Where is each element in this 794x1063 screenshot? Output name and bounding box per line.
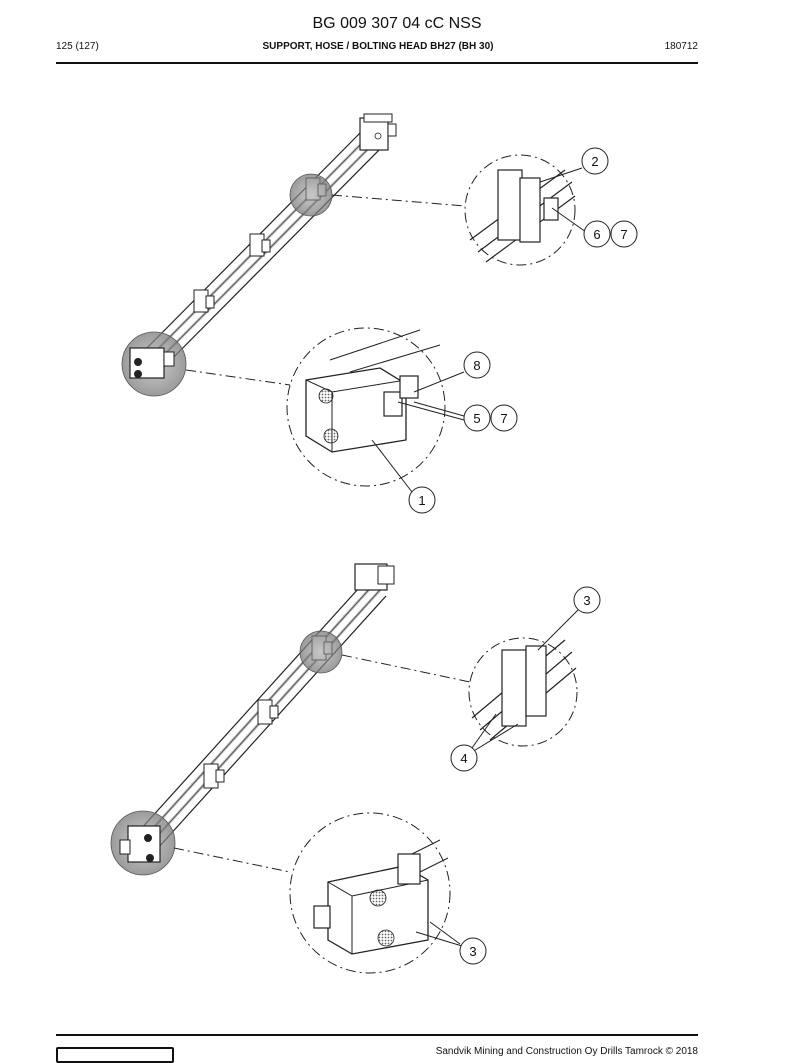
svg-text:3: 3 <box>469 944 476 959</box>
section-title: SUPPORT, HOSE / BOLTING HEAD BH27 (BH 30… <box>262 41 494 52</box>
detail-leader-lines-1 <box>185 194 466 386</box>
sandvik-logo <box>56 1047 174 1063</box>
page-number: 125 (127) <box>56 41 99 52</box>
svg-text:7: 7 <box>620 227 627 242</box>
callout-3-upper: 3 <box>573 586 601 614</box>
detail-view-end-block-1 <box>286 327 446 487</box>
header-divider <box>56 62 698 64</box>
svg-text:8: 8 <box>473 358 480 373</box>
callout-8: 8 <box>463 351 491 379</box>
detail-leader-lines-2 <box>173 654 471 873</box>
svg-text:7: 7 <box>500 411 507 426</box>
callout-6: 6 <box>583 220 611 248</box>
callout-leaders <box>371 167 587 947</box>
callout-7-middle: 7 <box>490 404 518 432</box>
document-code: BG 009 307 04 cC NSS <box>312 15 482 32</box>
svg-text:5: 5 <box>473 411 480 426</box>
callout-1: 1 <box>408 486 436 514</box>
detail-view-end-block-2 <box>289 812 451 974</box>
svg-text:1: 1 <box>418 493 425 508</box>
detail-view-clamp-2 <box>468 637 578 747</box>
svg-text:6: 6 <box>593 227 600 242</box>
svg-text:3: 3 <box>583 593 590 608</box>
date-code: 180712 <box>664 41 698 52</box>
footer-divider <box>56 1034 698 1036</box>
hose-support-assembly-1 <box>121 113 397 397</box>
callout-2: 2 <box>581 147 609 175</box>
svg-text:2: 2 <box>591 154 598 169</box>
callout-3-lower: 3 <box>459 937 487 965</box>
callout-4: 4 <box>450 744 478 772</box>
footer-copyright: Sandvik Mining and Construction Oy Drill… <box>435 1046 698 1057</box>
hose-support-assembly-2 <box>110 563 395 876</box>
detail-view-clamp-1 <box>464 154 576 266</box>
callout-7-top: 7 <box>610 220 638 248</box>
svg-text:4: 4 <box>460 751 467 766</box>
callout-5: 5 <box>463 404 491 432</box>
